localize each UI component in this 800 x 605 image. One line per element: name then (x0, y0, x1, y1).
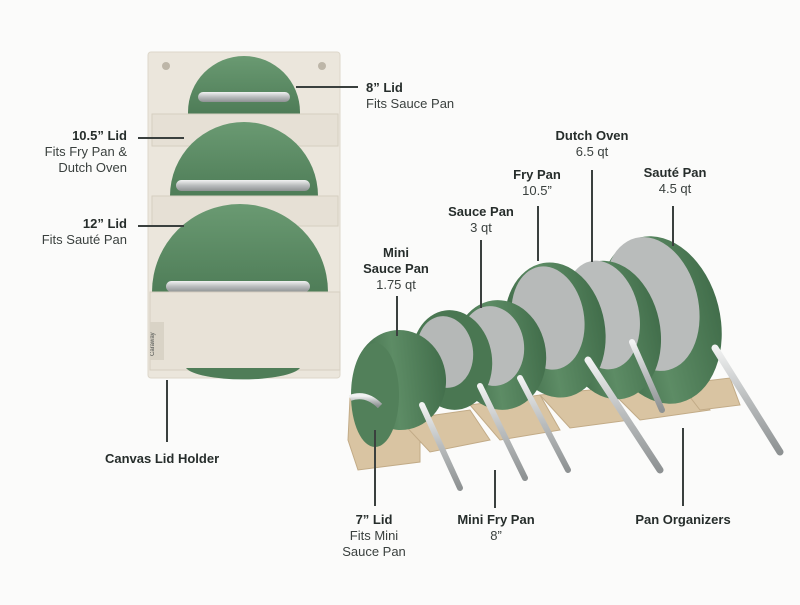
lid-7-inch (351, 343, 399, 447)
label-mini-sauce-pan-sub: 1.75 qt (376, 277, 416, 292)
label-pan-organizers-title: Pan Organizers (635, 512, 731, 527)
label-lid-8-title: 8” Lid (366, 80, 403, 95)
label-mini-sauce-pan-title1: Mini (383, 245, 409, 260)
leader-lid8 (296, 86, 358, 88)
label-dutch-oven-sub: 6.5 qt (575, 144, 609, 159)
label-lid-7-sub1: Fits Mini (349, 528, 399, 543)
mini-sauce-pan (348, 330, 463, 491)
label-fry-pan-sub: 10.5” (522, 183, 552, 198)
label-mini-fry-pan-title: Mini Fry Pan (457, 512, 535, 527)
label-lid-7-sub2: Sauce Pan (342, 544, 406, 559)
label-lid-12-title: 12” Lid (82, 216, 127, 231)
label-mini-sauce-pan-title2: Sauce Pan (363, 261, 429, 276)
label-dutch-oven-title: Dutch Oven (555, 128, 629, 143)
leader-mini-sauce-pan (396, 296, 398, 336)
leader-fry-pan (537, 206, 539, 261)
label-lid-8-sub: Fits Sauce Pan (366, 96, 455, 111)
label-lid-12-sub: Fits Sauté Pan (41, 232, 127, 247)
label-lid-7-title: 7” Lid (355, 512, 393, 527)
leader-saute-pan (672, 206, 674, 246)
leader-dutch-oven (591, 170, 593, 262)
label-canvas-lid-holder-title: Canvas Lid Holder (105, 451, 220, 466)
label-lid-10-5-sub1: Fits Fry Pan & (44, 144, 127, 159)
label-dutch-oven: Dutch Oven 6.5 qt (541, 128, 643, 160)
label-saute-pan-sub: 4.5 qt (658, 181, 692, 196)
label-lid-10-5-title: 10.5” Lid (72, 128, 127, 143)
leader-holder (166, 380, 168, 442)
leader-mini-fry-pan (494, 470, 496, 508)
label-saute-pan: Sauté Pan 4.5 qt (632, 165, 718, 197)
label-lid-10-5-sub2: Dutch Oven (58, 160, 127, 175)
leader-organizers (682, 428, 684, 506)
label-fry-pan-title: Fry Pan (513, 167, 561, 182)
label-saute-pan-title: Sauté Pan (643, 165, 707, 180)
lid-10-5-handle (176, 180, 310, 191)
label-lid-7: 7” Lid Fits Mini Sauce Pan (332, 512, 416, 560)
label-lid-8: 8” Lid Fits Sauce Pan (366, 80, 454, 112)
label-lid-10-5: 10.5” Lid Fits Fry Pan & Dutch Oven (45, 128, 127, 176)
label-mini-fry-pan-sub: 8” (490, 528, 502, 543)
lid-12-inch (152, 204, 328, 298)
leader-lid7 (374, 430, 376, 506)
label-lid-12: 12” Lid Fits Sauté Pan (42, 216, 127, 248)
label-canvas-lid-holder: Canvas Lid Holder (105, 451, 219, 467)
label-pan-organizers: Pan Organizers (624, 512, 742, 528)
label-sauce-pan-sub: 3 qt (470, 220, 492, 235)
lid-12-handle (166, 281, 310, 292)
leader-lid105 (138, 137, 184, 139)
leader-lid12 (138, 225, 184, 227)
canvas-lid-holder (147, 51, 341, 380)
leader-sauce-pan (480, 240, 482, 308)
label-mini-sauce-pan: Mini Sauce Pan 1.75 qt (352, 245, 440, 293)
brand-tag: Caraway (150, 332, 156, 356)
label-fry-pan: Fry Pan 10.5” (499, 167, 575, 199)
label-sauce-pan-title: Sauce Pan (448, 204, 514, 219)
label-sauce-pan: Sauce Pan 3 qt (436, 204, 526, 236)
label-mini-fry-pan: Mini Fry Pan 8” (446, 512, 546, 544)
lid-8-handle (198, 92, 290, 102)
